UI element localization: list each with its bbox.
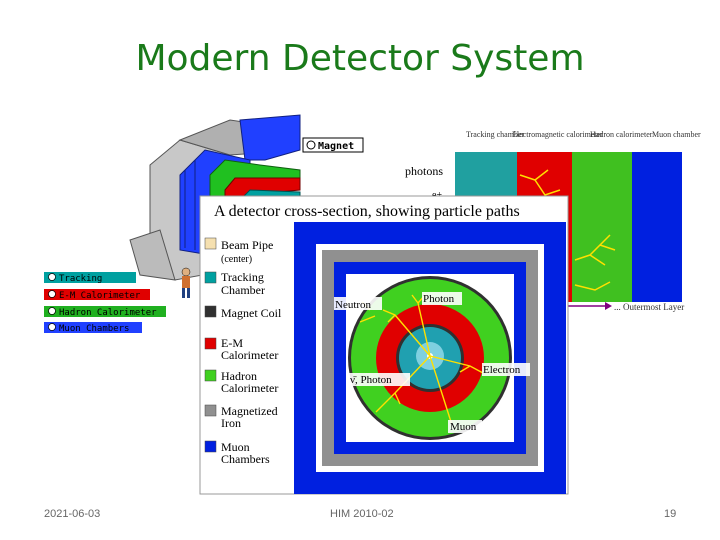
legend-em-label: E-M Calorimeter [59,291,141,301]
key-muon: Muon [221,440,250,454]
strip-header-hadron: Hadron calorimeter [590,130,653,139]
slide-title: Modern Detector System [135,38,585,79]
legend-tracking-label: Tracking [59,274,102,284]
key-beam-pipe: Beam Pipe [221,238,273,252]
key-iron: Magnetized [221,404,278,418]
strip-header-muon: Muon chamber [652,130,701,139]
left-legend: Tracking E-M Calorimeter Hadron Calorime… [44,272,166,334]
legend-muon-label: Muon Chambers [59,324,129,334]
strip-header-em: Electromagnetic calorimeter [512,130,603,139]
legend-tracking-swatch [44,272,136,283]
strip-header-tracking: Tracking chamber [466,130,524,139]
photons-label: photons [405,164,443,178]
label-muon: Muon [450,421,477,433]
label-photon: Photon [423,293,455,305]
magnet-label-box [302,137,364,153]
cross-section-key: Beam Pipe (center) Tracking Chamber Magn… [204,237,282,466]
outermost-layer-label: ... Outermost Layer [614,302,684,312]
label-electron: Electron [483,364,521,376]
strip-muon [632,152,682,302]
key-tracking-sub: Chamber [221,283,265,297]
footer-center: HIM 2010-02 [330,508,394,520]
legend-hadron-label: Hadron Calorimeter [59,308,157,318]
key-hadron: Hadron [221,369,257,383]
label-neutrino-photon: ν̄, Photon [350,374,392,386]
key-em-sub: Calorimeter [221,348,278,362]
legend-em-swatch [44,289,150,300]
key-iron-sub: Iron [221,416,241,430]
legend-muon-swatch [44,322,142,333]
footer-date: 2021-06-03 [44,508,101,520]
key-tracking: Tracking [221,270,264,284]
key-magnet-coil: Magnet Coil [221,306,282,320]
magnet-label: Magnet [318,141,354,152]
key-em: E-M [221,336,243,350]
label-neutron: Neutron [335,299,372,311]
legend-hadron-swatch [44,306,166,317]
strip-tracking [455,152,517,197]
key-muon-sub: Chambers [221,452,270,466]
person-figure [181,267,191,298]
page-number: 19 [664,508,677,520]
key-beam-pipe-sub: (center) [221,254,252,265]
cross-section-panel: A detector cross-section, showing partic… [199,195,569,495]
key-hadron-sub: Calorimeter [221,381,278,395]
strip-hadron [572,152,632,302]
cross-section-title: A detector cross-section, showing partic… [214,203,520,220]
